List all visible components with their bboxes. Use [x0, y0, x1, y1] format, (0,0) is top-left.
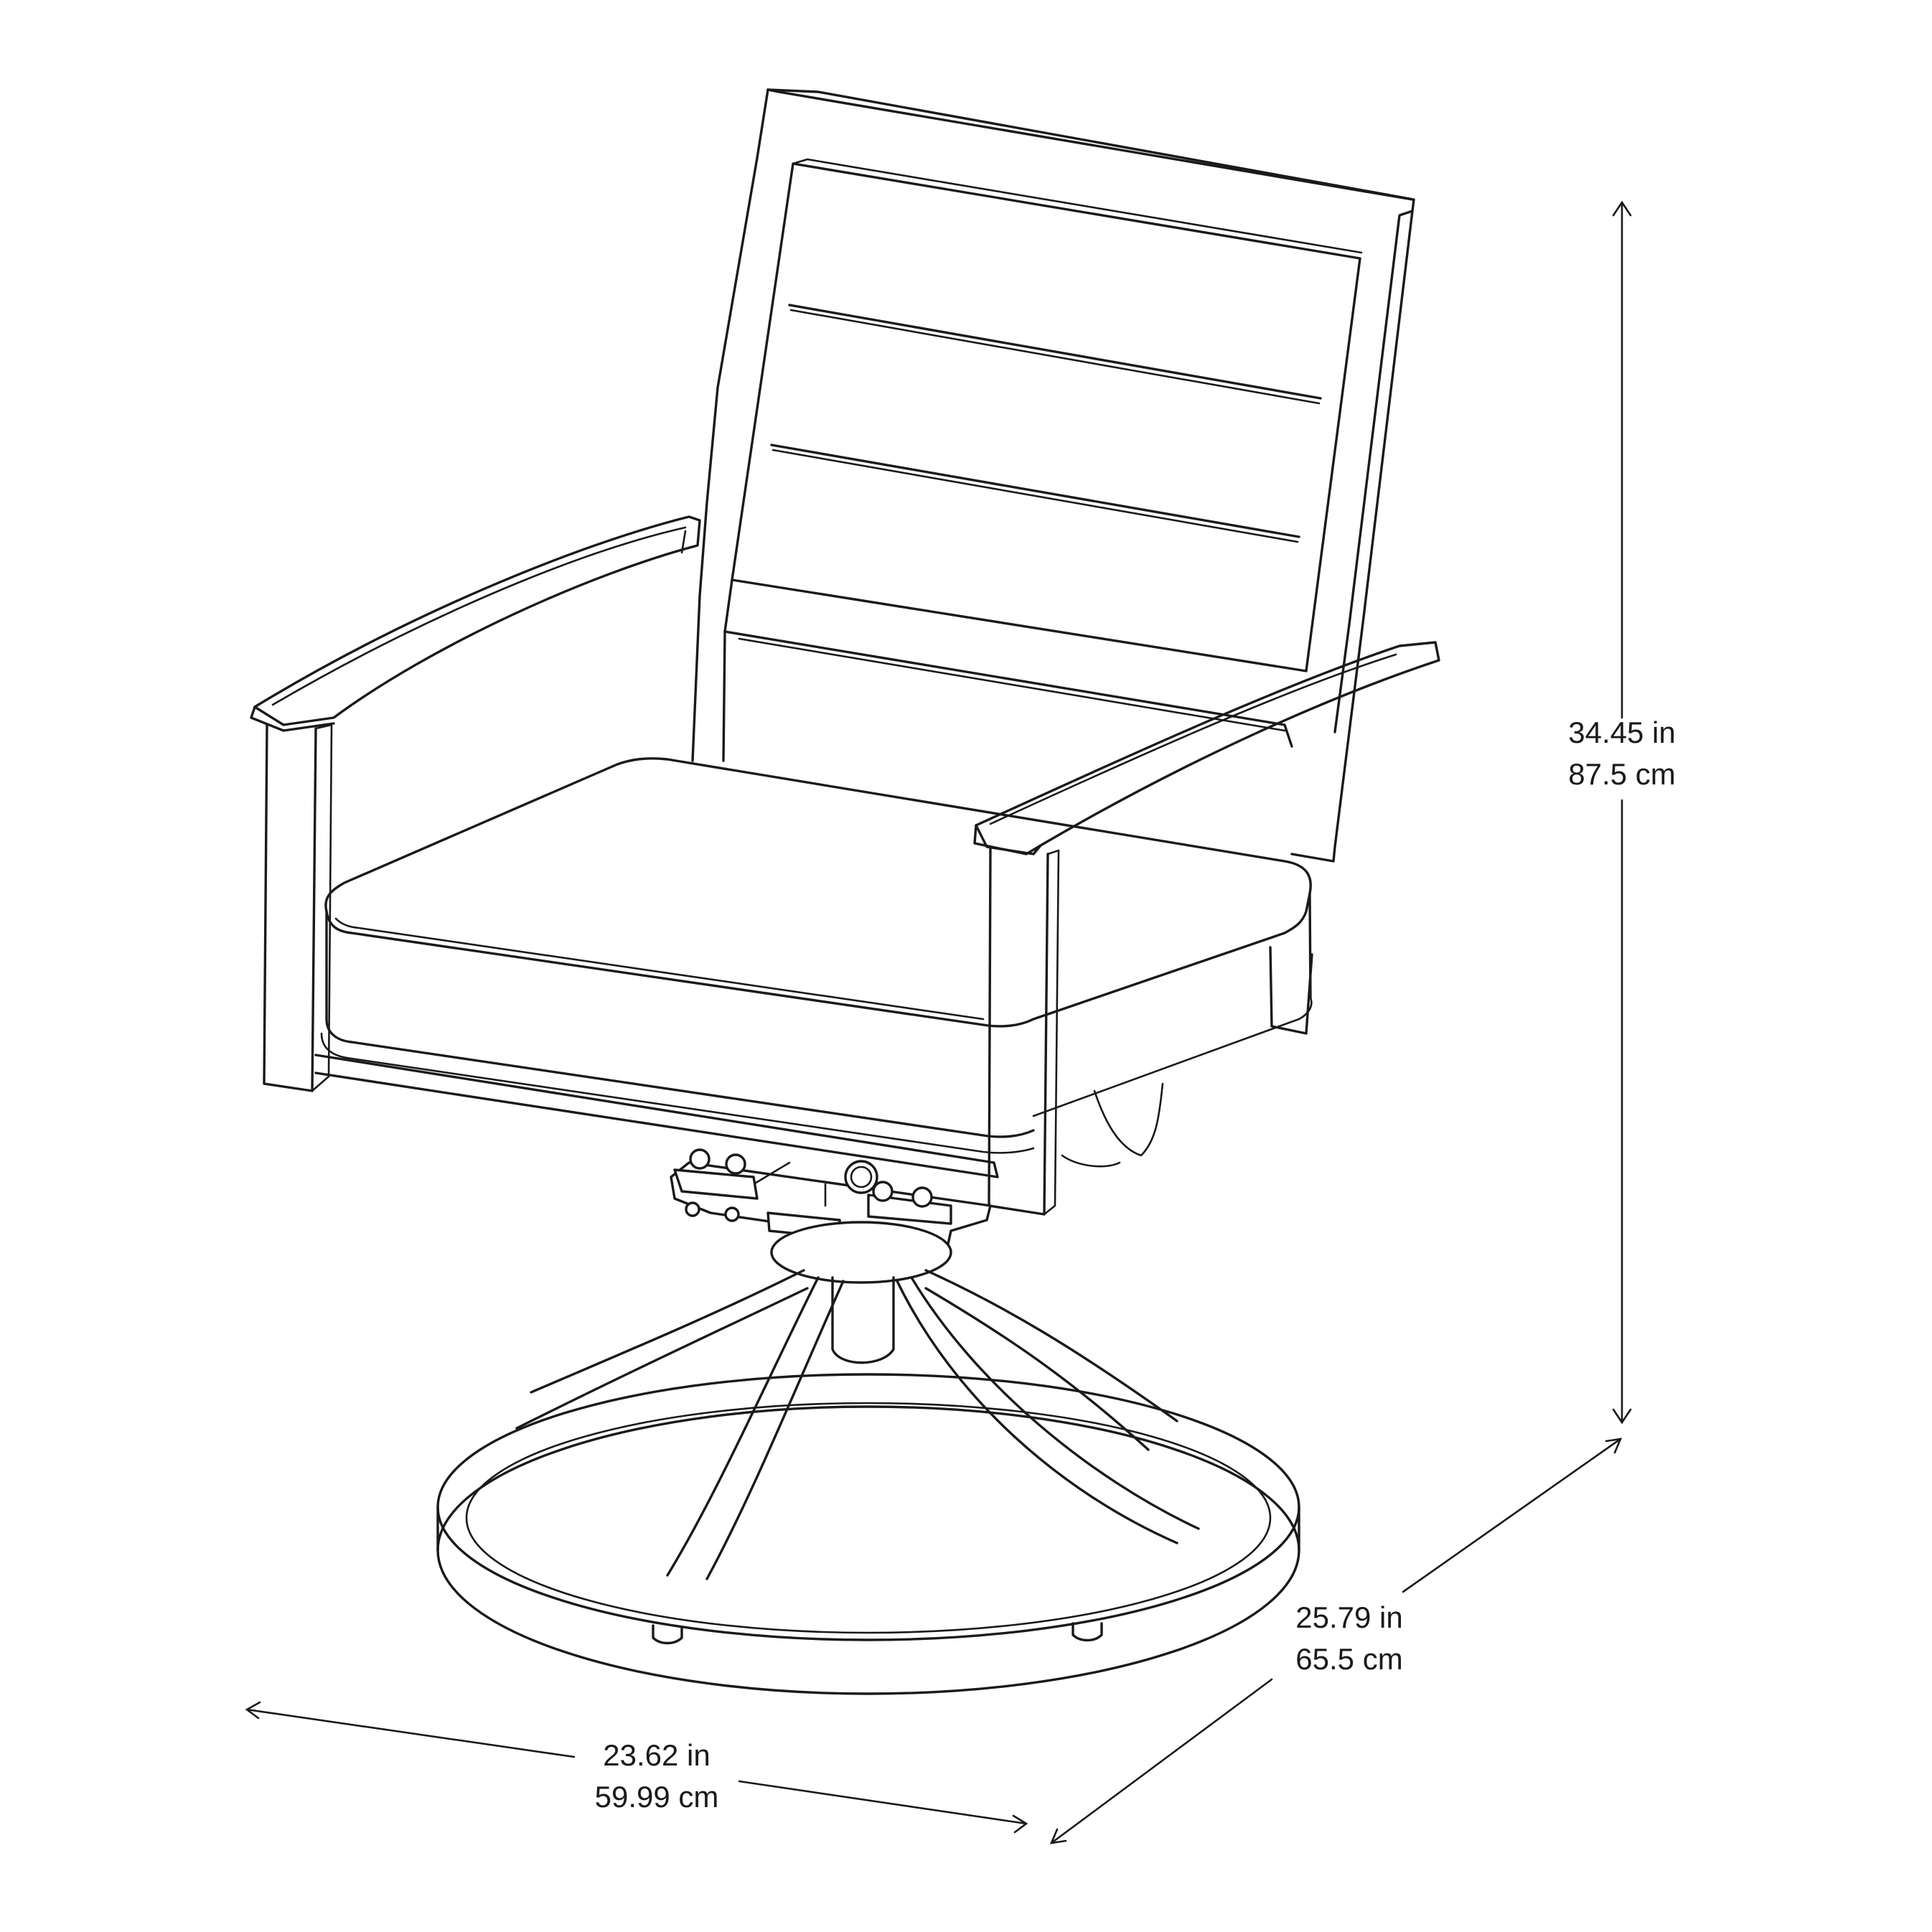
chair-backrest — [691, 88, 1415, 863]
height-imperial-label: 34.45 in — [1568, 716, 1675, 749]
chair-left-armrest — [250, 515, 701, 1092]
swivel-base — [436, 1221, 1300, 1695]
depth-dimension: 25.79 in 65.5 cm — [1049, 1438, 1623, 1844]
depth-imperial-label: 25.79 in — [1295, 1600, 1402, 1634]
width-metric-label: 59.99 cm — [595, 1780, 719, 1814]
depth-metric-label: 65.5 cm — [1295, 1642, 1402, 1676]
width-imperial-label: 23.62 in — [603, 1738, 710, 1772]
height-dimension: 34.45 in 87.5 cm — [1568, 200, 1676, 1425]
height-metric-label: 87.5 cm — [1568, 757, 1675, 791]
chair-seat-cushion — [314, 757, 1313, 1178]
width-dimension: 23.62 in 59.99 cm — [245, 1701, 1028, 1834]
chair-right-armrest — [973, 641, 1440, 1216]
